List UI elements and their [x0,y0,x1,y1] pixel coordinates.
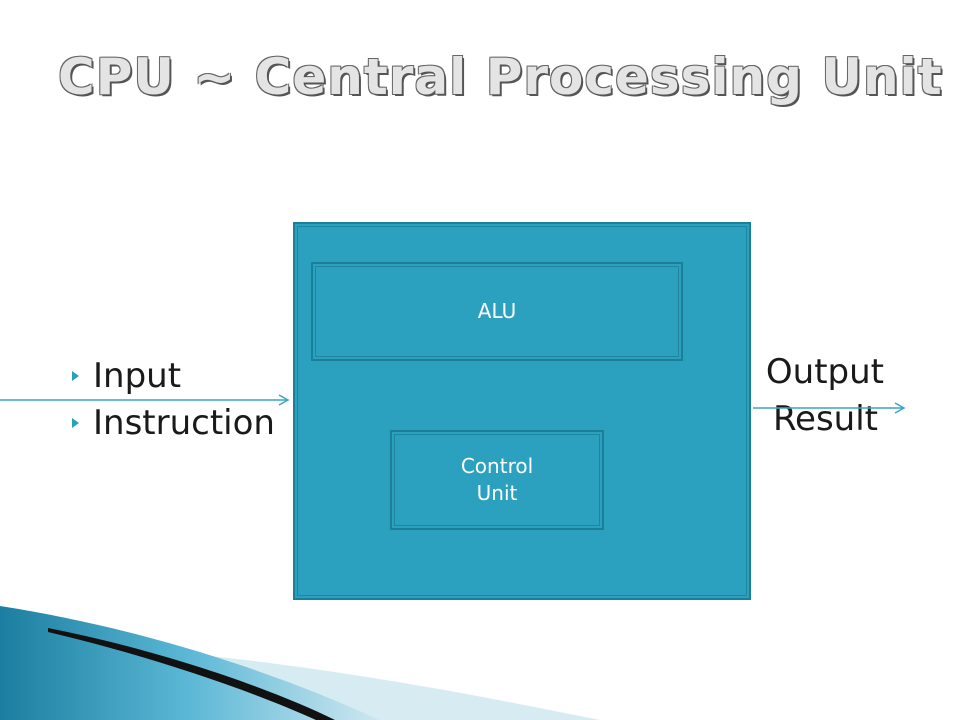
output-label: Output [765,352,884,392]
swoosh-blue-band [0,606,380,720]
triangle-bullet-icon [72,417,79,428]
control-unit-box: Control Unit [390,430,604,530]
output-arrow [753,402,906,414]
control-unit-label-line-1: Control [460,454,534,478]
alu-box: ALU [311,262,683,361]
alu-label: ALU [477,299,517,323]
slide-title: CPU ~ Central Processing Unit [58,48,943,106]
input-bullet-list: Input Instruction [72,352,275,446]
control-unit-label-line-2: Unit [476,481,518,505]
result-label: Result [772,399,878,439]
bullet-input-label: Input [93,355,182,396]
swoosh-dark-stripe [48,628,335,720]
bullet-instruction: Instruction [72,399,275,446]
bullet-input: Input [72,352,275,399]
triangle-bullet-icon [72,370,79,381]
input-arrow [0,394,290,406]
cpu-box: ALU Control Unit [293,222,751,600]
bullet-instruction-label: Instruction [93,402,275,443]
